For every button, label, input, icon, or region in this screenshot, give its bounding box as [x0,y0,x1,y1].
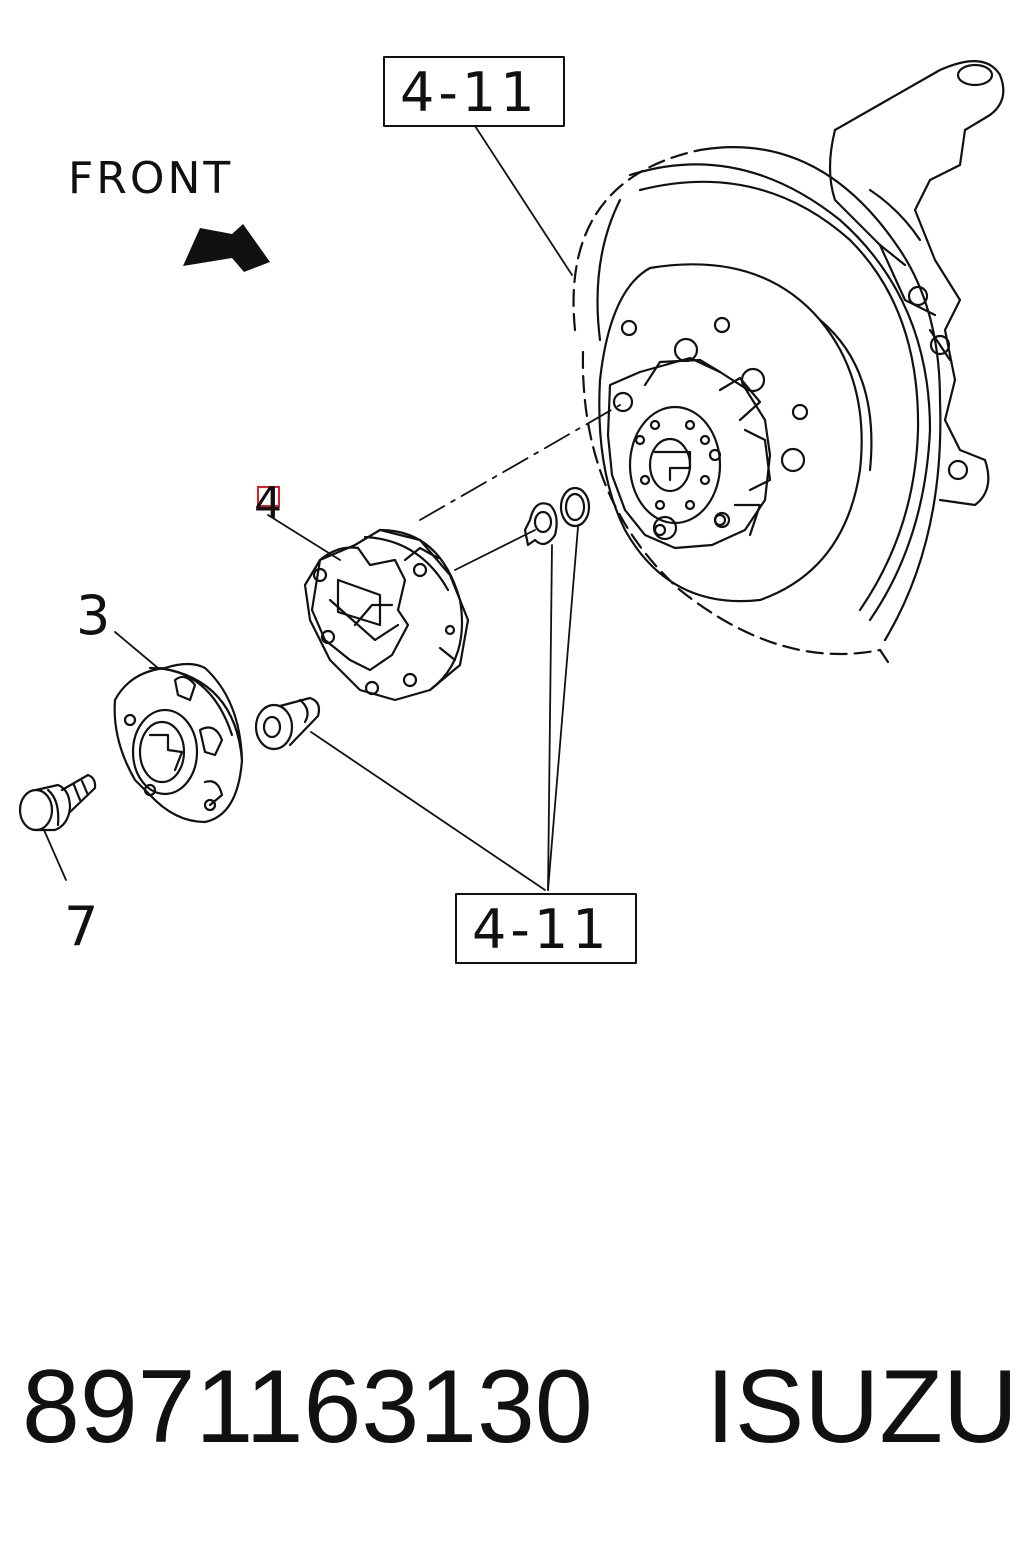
highlight-marker [257,486,280,507]
leader-screw [310,731,546,891]
direction-label: FRONT [68,153,233,204]
leader-part-4 [267,514,341,561]
cap-screw [254,696,321,751]
centerline-lower [454,529,536,571]
callout-4: 4 [254,478,282,529]
brake-rotor [572,146,942,664]
leader-top-ref [474,125,573,276]
free-wheel-hub [303,528,470,702]
o-ring [559,486,591,528]
ref-label-bottom: 4-11 [472,898,611,961]
leader-snap-ring [547,544,553,891]
leader-o-ring [547,526,579,891]
spline-hub [606,356,772,550]
ref-label-top: 4-11 [400,61,539,124]
arrow-left-icon [183,224,270,272]
bolt [18,773,97,832]
brand-name: ISUZU [706,1349,1018,1465]
leader-part-3 [114,631,159,669]
ref-box-bottom [455,893,637,964]
hub-cap [113,662,244,824]
callout-3: 3 [76,584,110,647]
leader-part-7 [43,829,67,881]
centerline-upper [419,404,621,521]
part-number: 8971163130 [22,1349,593,1465]
callout-7: 7 [64,895,98,958]
ref-box-top [383,56,565,127]
steering-knuckle [828,60,1005,507]
snap-ring [523,502,558,547]
